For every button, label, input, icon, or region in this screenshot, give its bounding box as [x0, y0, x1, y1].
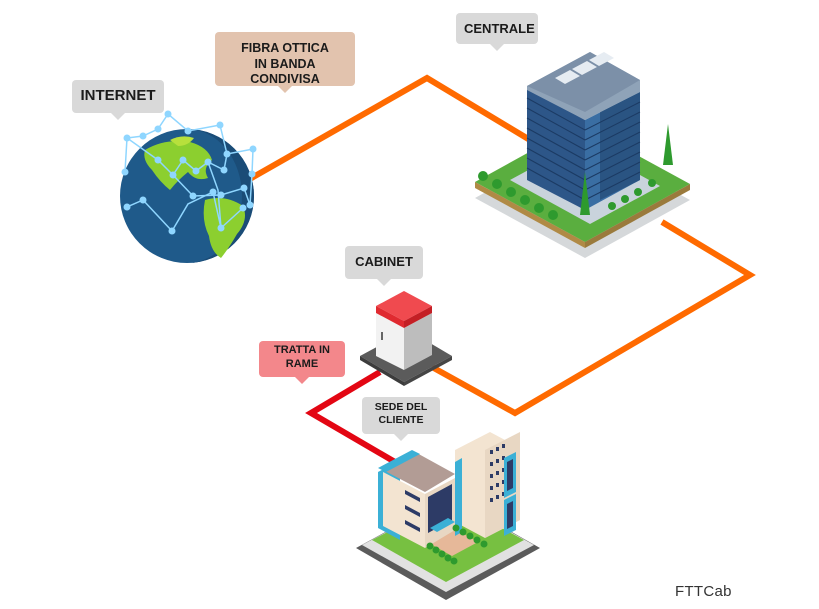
street-cabinet-icon: [360, 291, 452, 386]
internet-label-text: INTERNET: [80, 87, 156, 104]
copper-segment-label-line1: TRATTA IN: [273, 344, 330, 356]
fiber-optic-label-line2: IN BANDA CONDIVISA: [250, 56, 320, 87]
cabinet-label-text: CABINET: [355, 254, 413, 269]
copper-segment-label: TRATTA IN RAME: [259, 341, 345, 384]
copper-segment-label-line2: RAME: [285, 357, 319, 370]
copper-line-cabinet-sede: [305, 369, 397, 465]
customer-site-label: SEDE DEL CLIENTE: [362, 397, 440, 441]
customer-site-label-line1: SEDE DEL: [374, 401, 428, 413]
internet-label: INTERNET: [72, 80, 164, 120]
fiber-line-centrale-cabinet: [430, 219, 756, 417]
customer-site-label-line2: CLIENTE: [378, 414, 424, 427]
cabinet-label: CABINET: [345, 246, 423, 286]
fiber-optic-label-line1: FIBRA OTTICA: [241, 41, 329, 55]
central-office-label-text: CENTRALE: [464, 21, 535, 36]
customer-building-icon: [356, 432, 540, 600]
fiber-line-internet-centrale: [246, 74, 532, 183]
globe-icon: [120, 110, 257, 263]
central-office-building-icon: [475, 52, 690, 258]
central-office-label: CENTRALE: [456, 13, 538, 51]
fiber-optic-label: FIBRA OTTICA IN BANDA CONDIVISA: [215, 32, 355, 93]
diagram-caption: FTTCab: [675, 583, 732, 600]
